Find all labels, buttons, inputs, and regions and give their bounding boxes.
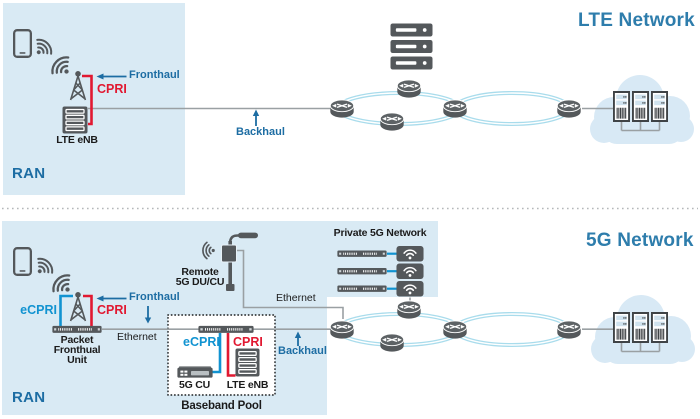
packet-fronthaul-unit-label: Packet Fronthual Unit [53,334,101,366]
pfu-label-line2: Fronthual [53,344,101,356]
ethernet-remote-label: Ethernet [276,291,316,304]
server-rack-icon [632,91,649,122]
lte-cpri-link [82,74,93,126]
lte-enb-label: LTE eNB [56,134,98,146]
packet-fronthaul-unit-icon [52,325,102,334]
5g-backhaul-arrowhead [294,331,302,338]
server-rack-icon [651,91,668,122]
router-icon [329,320,355,340]
baseband-lte-enb-label: LTE eNB [226,379,269,391]
lte-enb-server-icon [62,106,88,134]
baseband-switch-icon [198,325,254,334]
server-rack-icon [613,91,630,122]
router-icon [329,99,355,119]
5g-ran-label: RAN [12,389,46,406]
router-icon [396,300,422,320]
ethernet-fronthaul-label: Ethernet [117,331,157,343]
router-icon [556,99,582,119]
lte-backhaul-label: Backhaul [236,126,285,138]
5g-cpri-link [83,294,93,326]
lte-backhaul-arrowhead [252,109,260,116]
router-icon [442,99,468,119]
wifi-ap-icon [396,263,424,280]
lte-network-title: LTE Network [578,10,695,31]
server-unit-icon [390,40,433,53]
baseband-cpri-link [226,333,236,377]
lte-fronthaul-label: Fronthaul [129,69,180,81]
router-icon [396,79,422,99]
5g-ecpri-link [59,294,73,326]
private-5g-network-title: Private 5G Network [333,227,427,239]
5g-fronthaul-label: Fronthaul [129,291,180,303]
5g-ecpri-label: eCPRI [20,303,57,317]
5g-cu-label: 5G CU [178,379,211,391]
lte-fronthaul-arrowhead [96,73,104,80]
5g-fronthaul-arrowhead [96,295,104,302]
remote-label-line1: Remote [181,266,219,278]
5g-cpri-label: CPRI [97,303,127,317]
router-icon [379,112,405,132]
baseband-pool-label: Baseband Pool [181,400,262,412]
5g-cloud-server-bus [620,343,661,353]
lte-ran-panel [3,3,185,195]
server-rack-icon [613,312,630,343]
rack-switch-icon [337,267,387,275]
router-icon [442,320,468,340]
baseband-cpri-label: CPRI [233,335,263,349]
rack-switch-icon [337,250,387,258]
5g-fronthaul-down-arrowhead [144,317,152,324]
remote-du-ethernet-line [236,249,344,319]
server-rack-icon [632,312,649,343]
wifi-ap-icon [396,245,424,262]
5g-network-title: 5G Network [586,230,694,251]
wifi-ap-icon [396,280,424,297]
remote-label-line2: 5G DU/CU [175,276,225,288]
router-icon [379,333,405,353]
router-icon [556,320,582,340]
5g-ring-right-inner [454,313,570,346]
remote-5g-du-cu-label: Remote 5G DU/CU [175,266,225,288]
baseband-ecpri-link [212,333,222,374]
5g-backhaul-label: Backhaul [278,345,327,357]
lte-ran-label: RAN [12,165,46,182]
5g-ran-panel [2,221,327,415]
server-unit-icon [390,56,433,70]
server-unit-icon [390,23,433,37]
lte-ring-right-inner [454,92,570,125]
rack-switch-icon [337,285,387,293]
server-rack-icon [651,312,668,343]
baseband-ecpri-label: eCPRI [183,335,220,349]
lte-enb-server-icon [235,348,260,377]
lte-cpri-label: CPRI [97,82,127,96]
5g-cu-icon [177,366,213,378]
lte-cloud-server-bus [620,122,661,132]
pfu-label-line1: Packet [60,334,94,346]
pfu-label-line3: Unit [67,354,87,366]
